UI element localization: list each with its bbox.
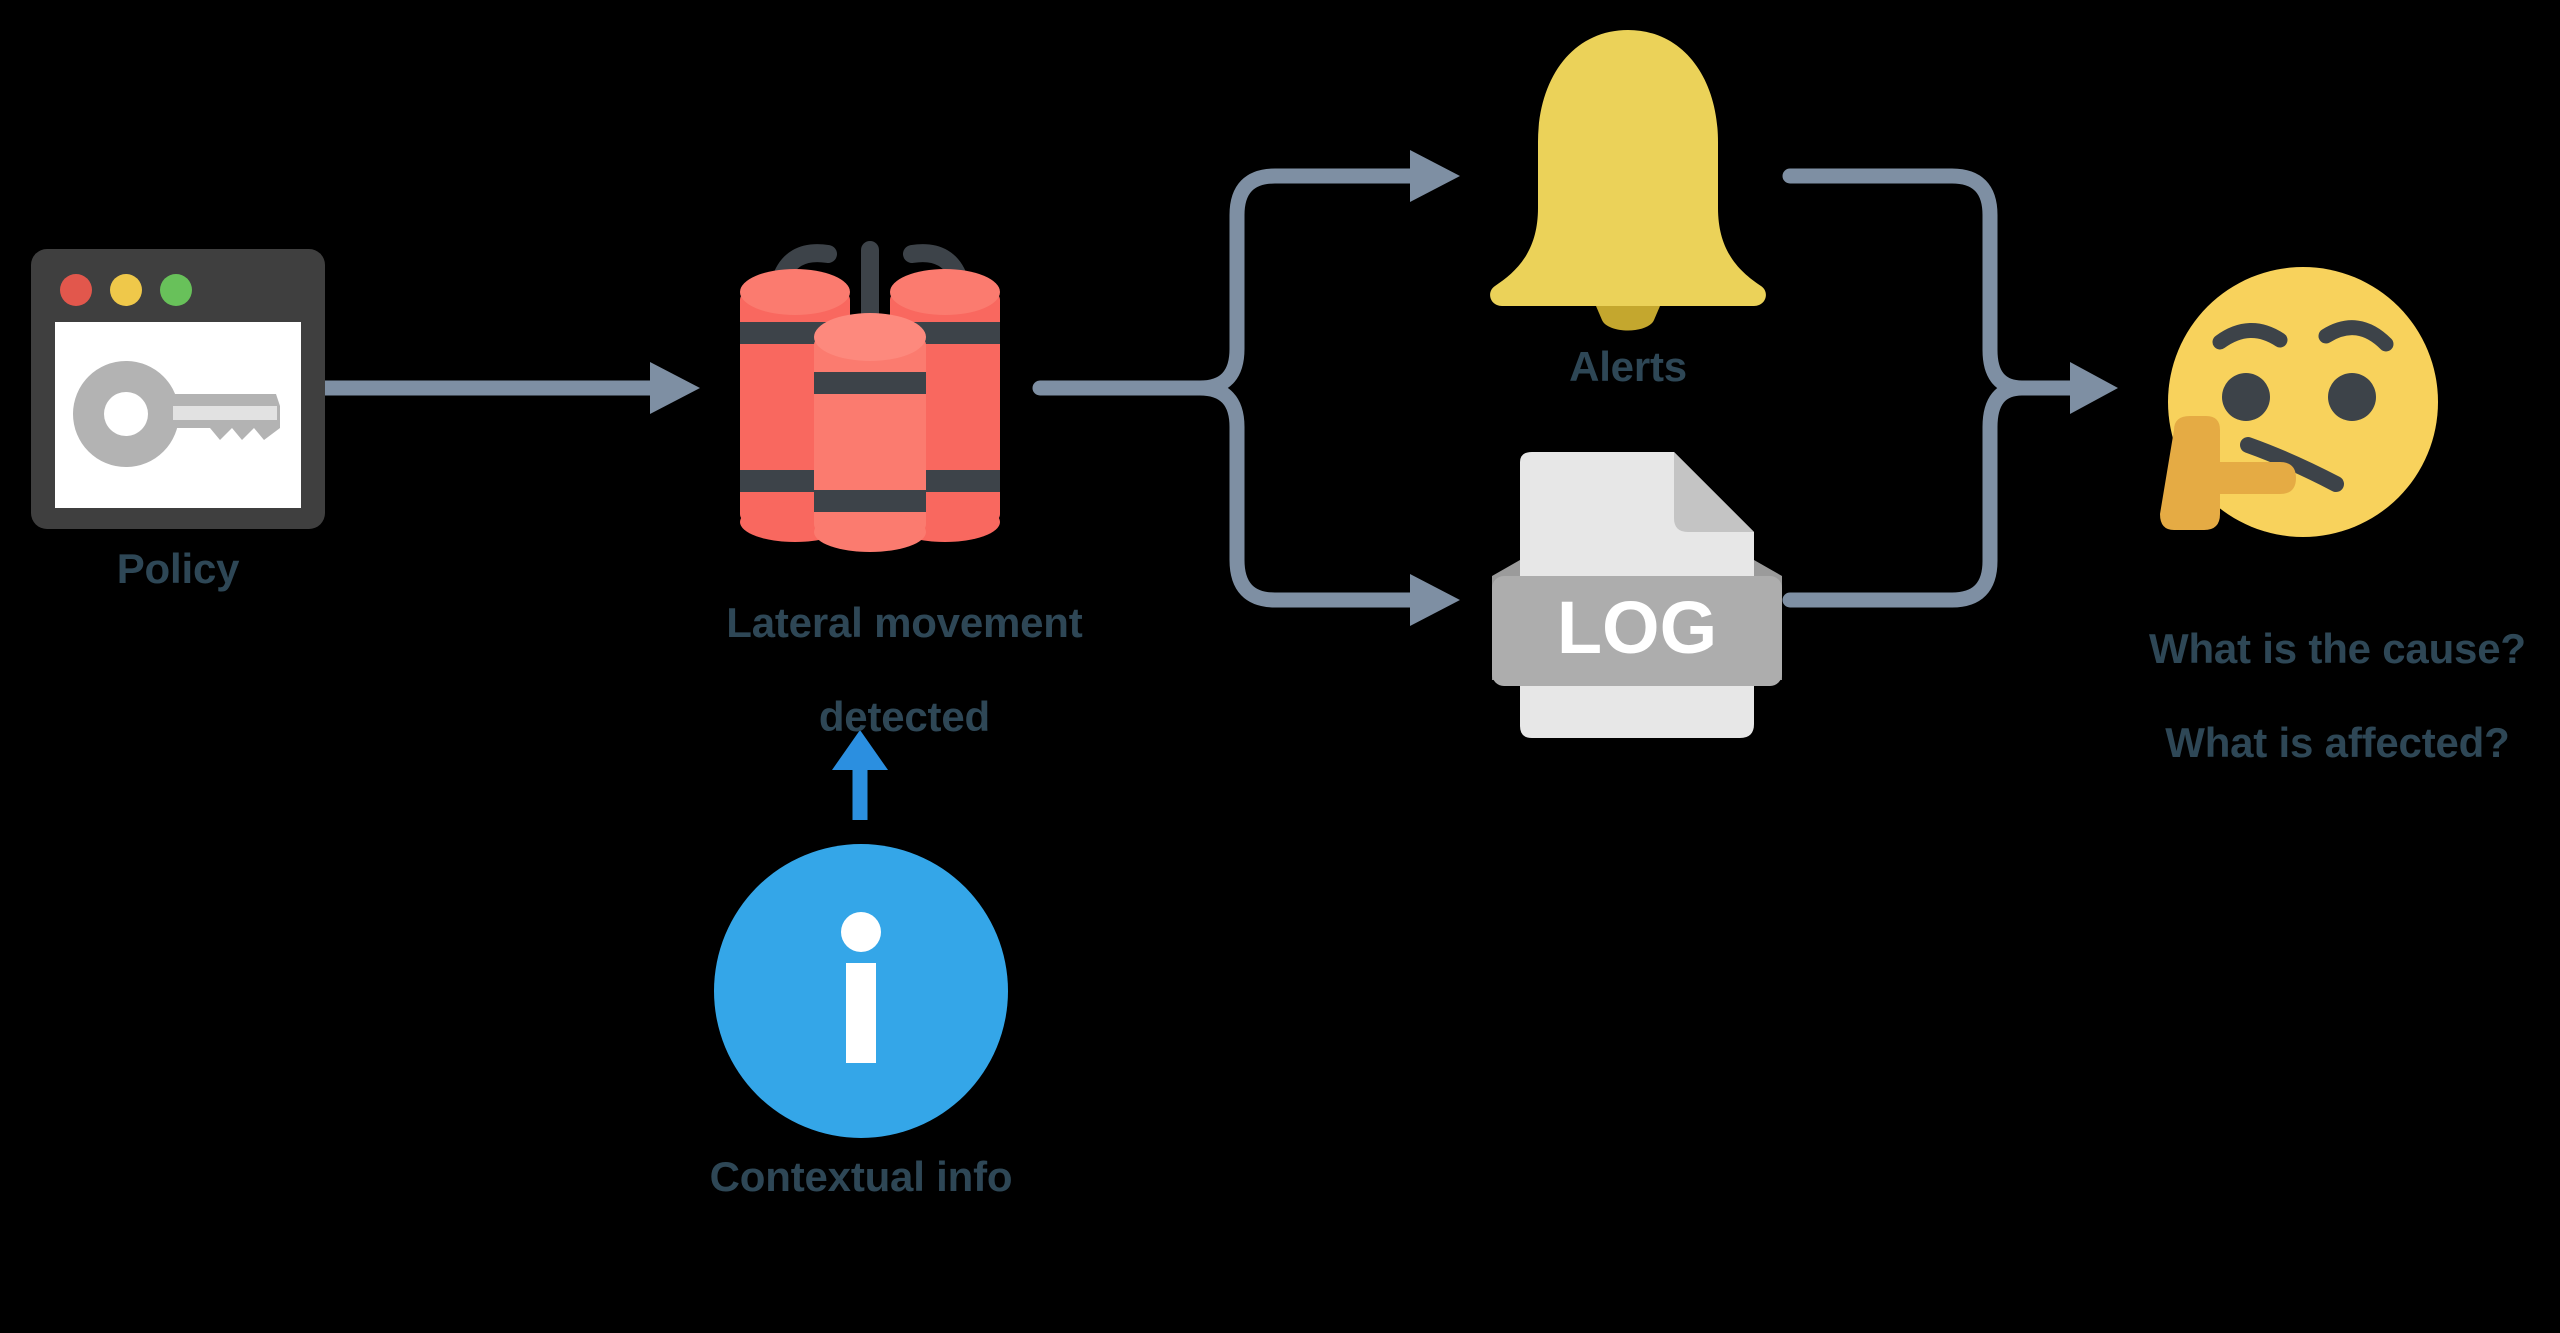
window-dot-green: [160, 274, 192, 306]
analyst-label: What is the cause? What is affected?: [1918, 578, 2560, 813]
lateral-movement-label-line1: Lateral movement: [726, 599, 1083, 647]
lateral-movement-node: Lateral movement detected: [720, 232, 1083, 740]
browser-window-key-icon: [31, 249, 325, 529]
alerts-node: Alerts: [1478, 20, 1778, 390]
contextual-info-node: Contextual info: [710, 844, 1013, 1200]
info-stem: [846, 963, 876, 1063]
bell-clapper: [1596, 306, 1660, 331]
thinking-face-icon: [2160, 267, 2438, 537]
connector-policy-to-lateral: [314, 362, 700, 414]
policy-label: Policy: [116, 545, 240, 592]
policy-node: Policy: [28, 246, 328, 592]
analyst-node: What is the cause? What is affected?: [2149, 262, 2526, 766]
log-text: LOG: [1557, 586, 1717, 669]
eye-left: [2222, 373, 2270, 421]
dynamite-sticks-icon: [740, 241, 1000, 552]
key-icon: [73, 361, 280, 467]
log-band: [1492, 576, 1782, 686]
eye-right: [2328, 373, 2376, 421]
analyst-label-line1: What is the cause?: [2149, 625, 2526, 673]
info-circle-icon: [714, 844, 1008, 1138]
info-dot: [841, 912, 881, 952]
analyst-label-line2: What is affected?: [2165, 719, 2510, 767]
bell-icon: [1490, 30, 1766, 331]
lateral-movement-label-line2: detected: [818, 693, 990, 741]
contextual-info-label: Contextual info: [709, 1153, 1013, 1200]
log-file-icon: LOG: [1492, 452, 1782, 738]
window-dot-yellow: [110, 274, 142, 306]
log-node: LOG: [1492, 448, 1782, 748]
lateral-movement-label: Lateral movement detected: [580, 552, 1160, 787]
thinking-hand: [2160, 416, 2296, 530]
alerts-label: Alerts: [1569, 343, 1687, 390]
window-dot-red: [60, 274, 92, 306]
